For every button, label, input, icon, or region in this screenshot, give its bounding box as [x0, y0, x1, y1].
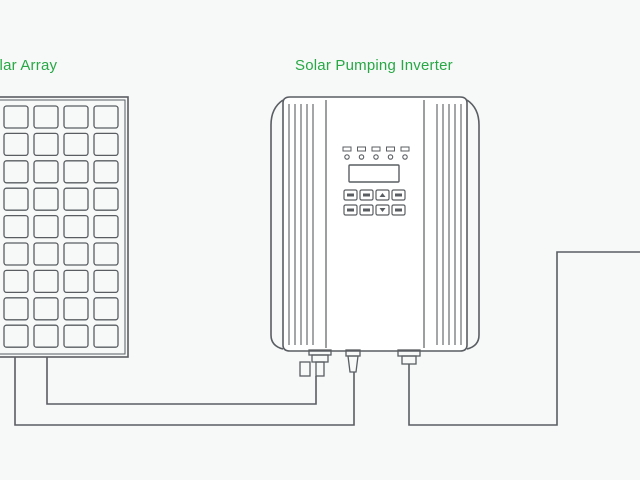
solar-panel	[0, 96, 129, 358]
panel-cells	[3, 105, 119, 348]
keypad-button[interactable]	[343, 189, 358, 201]
solar-cell	[33, 105, 59, 129]
led-label-mark	[386, 146, 395, 152]
pump-output-connector	[397, 349, 421, 365]
solar-array-label: olar Array	[0, 57, 58, 74]
led-label-mark	[342, 146, 352, 152]
display-screen	[348, 164, 400, 183]
panel-inner-frame	[0, 99, 126, 355]
heatsink-fins-left	[288, 104, 314, 345]
wiring	[14, 251, 640, 426]
solar-cell	[33, 214, 59, 239]
solar-cell	[93, 297, 119, 321]
solar-cell	[3, 132, 29, 157]
solar-cell	[63, 242, 89, 266]
led-label-mark	[400, 146, 410, 152]
inverter	[270, 96, 480, 377]
status-led	[387, 154, 394, 160]
solar-cell	[93, 269, 119, 294]
inverter-case	[282, 96, 468, 352]
solar-cell	[93, 132, 119, 157]
solar-cell	[33, 132, 59, 157]
solar-cell	[3, 269, 29, 294]
led-label-mark	[371, 146, 381, 152]
solar-cell	[93, 242, 119, 266]
solar-cell	[33, 187, 59, 211]
solar-cell	[3, 160, 29, 184]
led-label-mark	[357, 146, 366, 152]
solar-cell	[33, 324, 59, 348]
solar-cell	[33, 297, 59, 321]
panel-frame	[0, 96, 129, 358]
solar-cell	[63, 160, 89, 184]
solar-cell	[3, 187, 29, 211]
inverter-right-side	[466, 99, 480, 350]
heatsink-fins-right	[436, 104, 462, 345]
solar-cell	[33, 242, 59, 266]
keypad-button[interactable]	[391, 189, 406, 201]
solar-cell	[33, 269, 59, 294]
solar-cell	[3, 297, 29, 321]
solar-cell	[93, 324, 119, 348]
status-led	[373, 154, 379, 160]
solar-cell	[93, 105, 119, 129]
solar-cell	[63, 105, 89, 129]
keypad-button[interactable]	[343, 204, 358, 216]
ground-connector	[345, 349, 361, 373]
status-led	[344, 154, 350, 160]
solar-cell	[63, 214, 89, 239]
solar-cell	[93, 214, 119, 239]
keypad-button[interactable]	[359, 189, 374, 201]
wire-array-negative	[14, 357, 355, 426]
indicator-leds	[342, 146, 410, 160]
wire-to-pump	[408, 251, 640, 426]
solar-cell	[63, 132, 89, 157]
inverter-left-side	[270, 99, 284, 350]
keypad-button[interactable]	[359, 204, 374, 216]
status-led	[402, 154, 408, 160]
solar-cell	[3, 214, 29, 239]
solar-cell	[63, 269, 89, 294]
wire-array-positive	[46, 357, 317, 405]
solar-cell	[63, 324, 89, 348]
keypad-button[interactable]	[391, 204, 406, 216]
keypad-button[interactable]	[375, 204, 390, 216]
solar-cell	[93, 160, 119, 184]
solar-cell	[33, 160, 59, 184]
solar-cell	[3, 242, 29, 266]
solar-cell	[3, 105, 29, 129]
solar-cell	[93, 187, 119, 211]
solar-cell	[63, 297, 89, 321]
keypad-button[interactable]	[375, 189, 390, 201]
inverter-label: Solar Pumping Inverter	[295, 57, 453, 74]
solar-cell	[63, 187, 89, 211]
solar-cell	[3, 324, 29, 348]
pv-input-connector	[299, 349, 332, 377]
keypad	[343, 189, 406, 216]
status-led	[358, 154, 365, 160]
